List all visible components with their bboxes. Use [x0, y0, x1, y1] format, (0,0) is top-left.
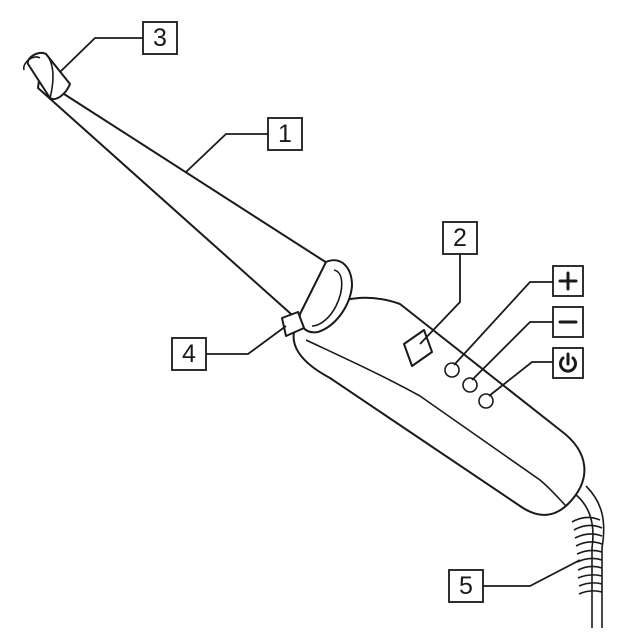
- callout-5-label: 5: [459, 572, 473, 600]
- minus-button[interactable]: [462, 377, 478, 393]
- handle-contour: [305, 339, 567, 507]
- power-icon: [559, 352, 577, 373]
- callout-2-label: 2: [453, 224, 467, 252]
- leader-4: [206, 325, 287, 355]
- cord-strain-relief: [571, 516, 603, 595]
- callout-3-label: 3: [153, 24, 167, 52]
- callout-5: 5: [448, 569, 484, 603]
- leader-5: [483, 559, 581, 587]
- callout-3: 3: [142, 21, 178, 55]
- leader-power: [488, 361, 553, 397]
- leader-minus: [471, 321, 553, 381]
- cool-tip: [23, 52, 71, 100]
- curling-wand: [23, 52, 605, 628]
- barrel: [37, 71, 339, 323]
- power-cord: [565, 485, 605, 628]
- minus-icon-box: [552, 306, 584, 338]
- callout-4: 4: [171, 337, 207, 371]
- power-icon-box: [552, 347, 584, 379]
- leader-lines: [59, 37, 581, 587]
- leader-1: [185, 133, 268, 173]
- callout-2: 2: [442, 221, 478, 255]
- callout-1: 1: [267, 117, 303, 151]
- callout-1-label: 1: [278, 120, 292, 148]
- callout-4-label: 4: [182, 340, 196, 368]
- plus-icon: [558, 271, 578, 291]
- stand: [281, 311, 305, 337]
- leader-2: [419, 254, 461, 345]
- plus-button[interactable]: [444, 362, 460, 378]
- plus-icon-box: [552, 265, 584, 297]
- leader-plus: [453, 281, 553, 366]
- leader-3: [59, 37, 143, 73]
- power-button[interactable]: [478, 393, 494, 409]
- handle: [292, 296, 586, 516]
